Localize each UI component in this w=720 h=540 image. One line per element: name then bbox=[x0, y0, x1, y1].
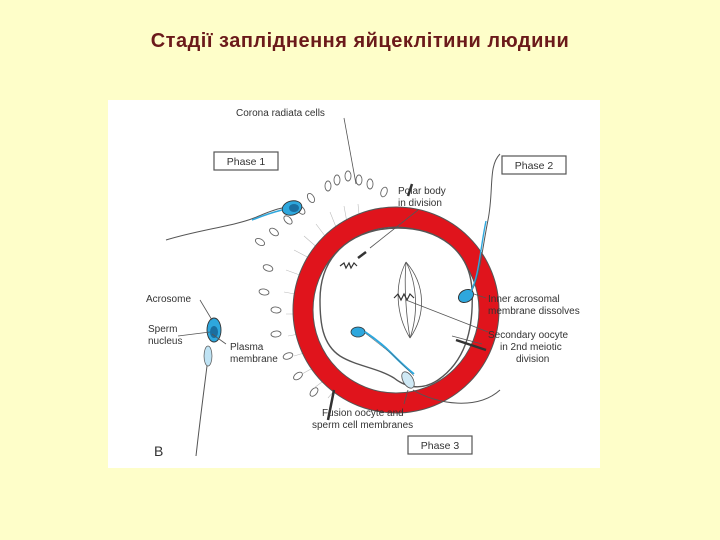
label-corona-radiata: Corona radiata cells bbox=[236, 108, 325, 119]
svg-text:Phase 3: Phase 3 bbox=[421, 440, 460, 452]
label-secondary-oocyte: Secondary oocyte in 2nd meiotic division bbox=[488, 330, 571, 365]
label-sperm-nucleus: Sperm nucleus bbox=[148, 324, 182, 347]
svg-text:Phase 1: Phase 1 bbox=[227, 156, 266, 168]
sperm-head-inside bbox=[350, 326, 366, 338]
corona-radiata-cells bbox=[254, 170, 388, 397]
phase-3-box: Phase 3 bbox=[407, 435, 473, 455]
zona-pellucida bbox=[293, 207, 499, 413]
fertilization-diagram: Phase 1 Phase 2 Phase 3 Corona radiata c… bbox=[108, 100, 600, 468]
slide-title: Стадії запліднення яйцеклітини людини bbox=[150, 30, 570, 52]
svg-text:Phase 2: Phase 2 bbox=[515, 160, 554, 172]
pointer-lines bbox=[177, 117, 489, 405]
label-acrosome: Acrosome bbox=[146, 294, 191, 305]
oocyte-membrane bbox=[319, 227, 473, 388]
phase-2-box: Phase 2 bbox=[501, 155, 567, 175]
label-fusion: Fusion oocyte and sperm cell membranes bbox=[312, 408, 413, 431]
sperm-head-phase2 bbox=[458, 288, 474, 304]
sperm-head-fusion bbox=[401, 371, 415, 389]
label-polar-body: Polar body in division bbox=[398, 186, 449, 209]
label-plasma-membrane: Plasma membrane bbox=[230, 342, 278, 365]
corner-letter: B bbox=[154, 443, 163, 459]
meiotic-spindle bbox=[397, 261, 422, 339]
phase-1-box: Phase 1 bbox=[213, 151, 279, 171]
label-inner-acrosomal: Inner acrosomal membrane dissolves bbox=[488, 294, 580, 317]
